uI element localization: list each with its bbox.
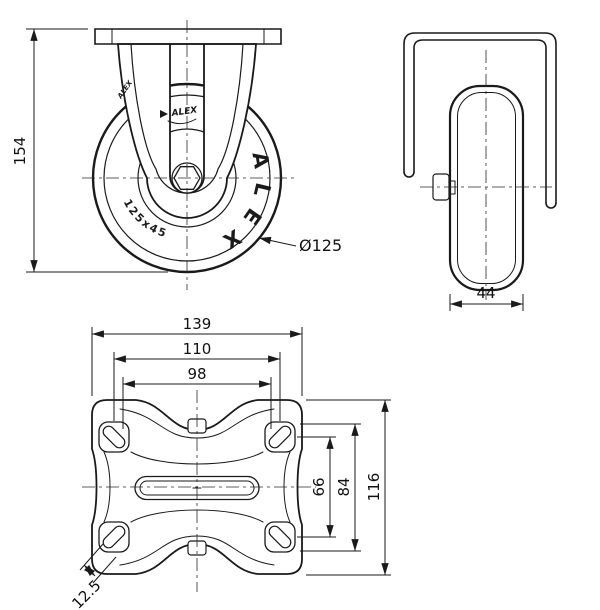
bolt-hole-top-left: [98, 421, 130, 453]
dim-139-label: 139: [183, 315, 212, 333]
bolt-hole-bottom-left: [98, 521, 130, 553]
dimension-wheel-diameter: Ø125: [258, 236, 342, 255]
front-view-dimensions: 154 Ø125: [11, 28, 342, 273]
dimension-plate-depth: 116: [306, 399, 391, 576]
bracket-logo: ALEX: [170, 105, 199, 119]
dim-height-label: 154: [11, 137, 29, 166]
dimension-slot-span-vertical: 84: [300, 423, 361, 552]
dim-66-label: 66: [310, 477, 328, 496]
dimension-overall-height: 154: [11, 28, 168, 273]
mounting-plate-front: [94, 28, 282, 45]
dim-84-label: 84: [335, 477, 353, 496]
center-lines: [82, 20, 552, 592]
dim-110-label: 110: [183, 340, 212, 358]
bracket-side: [403, 32, 557, 209]
side-view-dimensions: 44: [449, 284, 524, 311]
dimension-plate-width: 139: [91, 315, 303, 396]
plate-view-dimensions: 139 110 98 66 84: [68, 315, 391, 610]
dimension-hole-span-vertical: 66: [297, 436, 336, 538]
dim-12-5-label: 12.5: [68, 576, 104, 610]
dimension-wheel-width: 44: [449, 284, 524, 311]
wheel-side: [448, 84, 525, 292]
side-view: [403, 32, 557, 292]
dim-116-label: 116: [365, 473, 383, 502]
dimension-hole-span-outer: 110: [113, 340, 281, 421]
logo-swoosh: [167, 118, 197, 125]
dimension-hole-span-inner: 98: [122, 365, 272, 429]
fork-bracket-front: ALEX ALEX: [116, 43, 257, 219]
bolt-hole-top-right: [264, 421, 296, 453]
logo-arrow-icon: [160, 110, 168, 118]
dim-diameter-label: Ø125: [299, 236, 342, 255]
bolt-hole-bottom-right: [264, 521, 296, 553]
dim-98-label: 98: [187, 365, 206, 383]
